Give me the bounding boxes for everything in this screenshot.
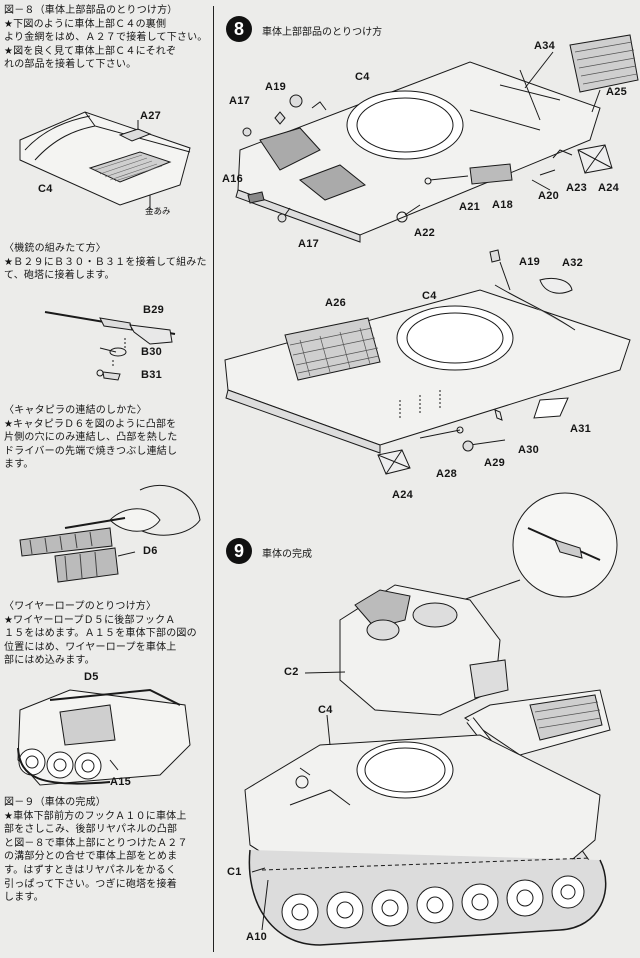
- label-b29: B29: [143, 304, 165, 316]
- wire-instruction-line: 部にはめ込みます。: [4, 655, 95, 667]
- label-c2: C2: [284, 666, 299, 678]
- track-instruction-line: ★キャタピラＤ６を図のように凸部を: [4, 418, 177, 430]
- label-d5: D5: [84, 671, 99, 683]
- label-a16: A16: [222, 173, 244, 185]
- label-b30: B30: [141, 346, 163, 358]
- fig8-instruction-line: より金網をはめ、Ａ２７で接着して下さい。: [4, 32, 208, 44]
- gun-instruction-line: て、砲塔に接着します。: [4, 270, 115, 282]
- label-a25: A25: [606, 86, 628, 98]
- fig9-instruction-line: 引っぱって下さい。つぎに砲塔を接着: [4, 878, 177, 890]
- fig9-instruction-line: す。はずすときはリヤパネルをかるく: [4, 865, 177, 876]
- fig9-instruction-line: 図－９（車体の完成）: [4, 797, 106, 808]
- label-d6: D6: [143, 545, 158, 557]
- label-a31: A31: [570, 423, 592, 435]
- label-a19-step8-top: A19: [265, 81, 287, 93]
- label-a26: A26: [325, 297, 347, 309]
- fig9-instruction-line: の溝部分との合せで車体上部をとめま: [4, 851, 178, 863]
- track-instruction-line: 片側の穴にのみ連結し、凸部を熱した: [4, 432, 178, 444]
- wire-instruction-line: ★ワイヤーロープＤ５に後部フックＡ: [4, 614, 176, 626]
- label-a24-step8-bottom: A24: [392, 489, 414, 501]
- step-9-badge: 9: [226, 538, 252, 564]
- label-a21: A21: [459, 201, 481, 213]
- wire-instruction-line: １５をはめます。Ａ１５を車体下部の図の: [4, 628, 197, 640]
- label-mesh: 金あみ: [145, 207, 171, 217]
- label-a15: A15: [110, 776, 132, 788]
- label-c4-step8-mid: C4: [422, 290, 437, 302]
- fig8-instruction-line: ★図を良く見て車体上部Ｃ４にそれぞ: [4, 45, 177, 57]
- fig9-instruction-line: します。: [4, 892, 44, 904]
- label-c4-step9: C4: [318, 704, 333, 716]
- label-a30: A30: [518, 444, 540, 456]
- track-instruction-line: 〈キャタピラの連結のしかた〉: [4, 405, 147, 416]
- label-c4-step8-top: C4: [355, 71, 370, 83]
- track-instruction-line: ます。: [4, 459, 34, 471]
- label-a29: A29: [484, 457, 506, 469]
- fig9-instruction-line: と図－８で車体上部にとりつけたＡ２７: [4, 837, 188, 849]
- fig9-instruction-line: ★車体下部前方のフックＡ１０に車体上: [4, 810, 187, 822]
- fig8-instruction-line: 図－８（車体上部部品のとりつけ方）: [4, 5, 178, 16]
- label-a17-step8-bottom: A17: [298, 238, 320, 250]
- label-a19-step8-mid: A19: [519, 256, 541, 268]
- label-a24-step8-top: A24: [598, 182, 620, 194]
- label-a34: A34: [534, 40, 556, 52]
- gun-instruction-line: ★Ｂ２９にＢ３０・Ｂ３１を接着して組みた: [4, 256, 207, 268]
- label-a22: A22: [414, 227, 436, 239]
- fig9-instruction-line: 部をさしこみ、後部リヤパネルの凸部: [4, 824, 178, 836]
- label-a18: A18: [492, 199, 514, 211]
- label-a10: A10: [246, 931, 268, 943]
- label-a28: A28: [436, 468, 458, 480]
- fig8-instruction-line: れの部品を接着して下さい。: [4, 59, 137, 71]
- label-a17-step8-top: A17: [229, 95, 251, 107]
- label-c1: C1: [227, 866, 242, 878]
- step-8-badge: 8: [226, 16, 252, 42]
- gun-instruction-line: 〈機銃の組みたて方〉: [4, 243, 106, 254]
- label-a27-inset: A27: [140, 110, 162, 122]
- wire-instruction-line: 〈ワイヤーロープのとりつけ方〉: [4, 601, 157, 612]
- track-instruction-line: ドライバーの先端で焼きつぶし連結し: [4, 445, 178, 457]
- column-divider: [213, 6, 214, 952]
- wire-instruction-line: 位置にはめ、ワイヤーロープを車体上: [4, 641, 177, 653]
- label-a32: A32: [562, 257, 584, 269]
- fig8-instruction-line: ★下図のように車体上部Ｃ４の裏側: [4, 18, 167, 30]
- step-8-title: 車体上部部品のとりつけ方: [262, 27, 383, 38]
- label-b31: B31: [141, 369, 163, 381]
- label-a23: A23: [566, 182, 588, 194]
- label-a20: A20: [538, 190, 560, 202]
- label-c4-inset: C4: [38, 183, 53, 195]
- step-9-title: 車体の完成: [262, 549, 312, 560]
